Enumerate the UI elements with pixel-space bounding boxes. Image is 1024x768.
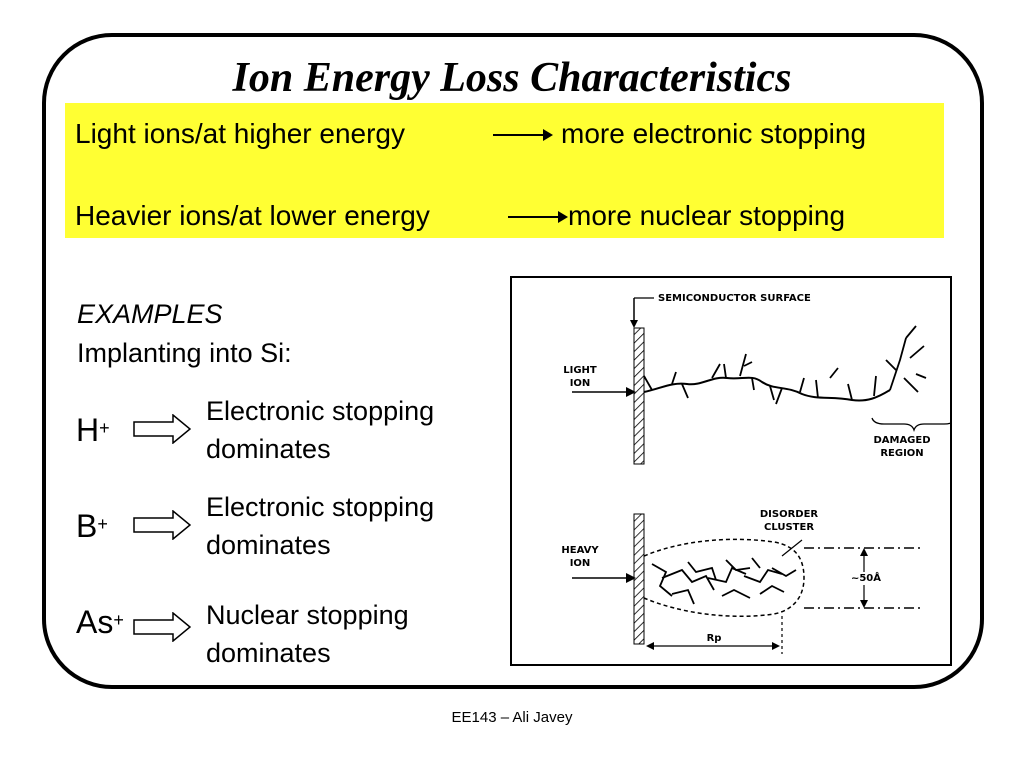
as-desc-line2: dominates — [206, 638, 331, 668]
ion-symbol: H — [76, 412, 100, 448]
light-ion-line2: ION — [569, 378, 591, 389]
electronic-stopping-text: more electronic stopping — [561, 118, 867, 149]
ion-charge: + — [99, 418, 110, 438]
as-desc-line1: Nuclear stopping — [206, 600, 409, 630]
ion-h: H+ — [76, 412, 110, 448]
slide-title: Ion Energy Loss Characteristics — [232, 55, 792, 101]
heavy-ion-line1: HEAVY — [561, 545, 599, 556]
light-ions-text: Light ions/at higher energy — [75, 118, 405, 149]
b-desc-line2: dominates — [206, 530, 331, 560]
ion-symbol: B — [76, 508, 98, 544]
ion-track-diagram — [572, 297, 950, 654]
light-ion-line1: LIGHT — [563, 365, 597, 376]
depth-label: ~50Å — [844, 572, 888, 585]
disorder-line2: CLUSTER — [763, 522, 815, 533]
block-arrow-icon — [133, 510, 191, 540]
b-desc-line1: Electronic stopping — [206, 492, 435, 522]
ion-charge: + — [97, 514, 108, 534]
disorder-cluster-label: DISORDER CLUSTER — [744, 508, 834, 534]
surface-label: SEMICONDUCTOR SURFACE — [658, 293, 811, 304]
examples-heading: EXAMPLES — [77, 299, 223, 329]
block-arrow-icon — [133, 612, 191, 642]
damaged-line1: DAMAGED — [873, 435, 931, 446]
h-desc-line1: Electronic stopping — [206, 396, 435, 426]
heavier-ions-text: Heavier ions/at lower energy — [75, 200, 430, 231]
ion-b: B+ — [76, 508, 108, 544]
arrow-icon — [493, 129, 553, 141]
h-desc-line2: dominates — [206, 434, 331, 464]
damaged-region-label: DAMAGED REGION — [867, 434, 937, 460]
slide-footer: EE143 – Ali Javey — [451, 709, 573, 726]
light-ion-label: LIGHT ION — [550, 364, 610, 390]
disorder-line1: DISORDER — [759, 509, 819, 520]
block-arrow-icon — [133, 414, 191, 444]
arrow-icon — [508, 211, 568, 223]
ion-track-figure: SEMICONDUCTOR SURFACE LIGHT ION DAMAGED RE… — [510, 276, 952, 666]
ion-symbol: As — [76, 604, 114, 640]
nuclear-stopping-text: more nuclear stopping — [568, 200, 846, 231]
slide-frame — [42, 33, 984, 689]
ion-charge: + — [113, 610, 124, 630]
implanting-subheading: Implanting into Si: — [77, 338, 292, 368]
damaged-line2: REGION — [880, 448, 924, 459]
highlight-box — [65, 103, 944, 238]
range-label: Rp — [702, 632, 726, 645]
heavy-ion-line2: ION — [569, 558, 591, 569]
ion-as: As+ — [76, 604, 124, 640]
heavy-ion-label: HEAVY ION — [550, 544, 610, 570]
